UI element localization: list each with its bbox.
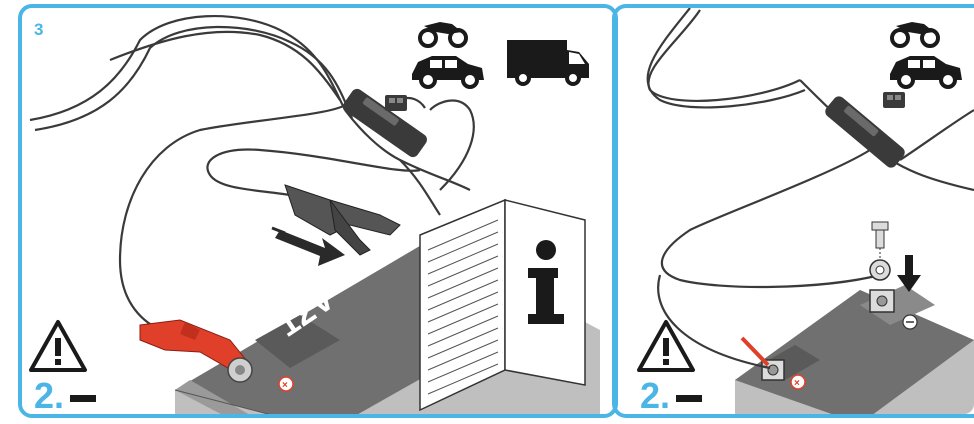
inline-connector-left [343, 88, 427, 158]
svg-text:×: × [794, 378, 800, 389]
positive-terminal-marker-right: × [790, 374, 806, 390]
minus-icon-right [676, 394, 703, 402]
car-icon-right [890, 56, 962, 89]
car-icon [412, 56, 484, 89]
plug-left [385, 95, 407, 111]
step-label-left-text: 2. [34, 375, 65, 416]
step-number: 3 [34, 20, 44, 39]
red-wire-sleeve [740, 336, 770, 367]
battery-right [735, 285, 974, 414]
arrow-icon [271, 226, 345, 266]
motorcycle-icon [418, 22, 468, 48]
svg-text:×: × [282, 380, 288, 391]
negative-terminal-marker [902, 314, 918, 330]
terminal-bolt [869, 289, 895, 313]
charger-cables-right [646, 8, 974, 370]
step-label-left: 2. [34, 375, 97, 416]
warning-icon-right [637, 320, 695, 372]
minus-icon [70, 394, 97, 402]
positive-terminal-marker: × [278, 376, 294, 392]
red-clamp [139, 319, 253, 383]
inline-connector-right [825, 96, 905, 168]
black-clamp [284, 184, 401, 256]
warning-icon [29, 320, 87, 372]
step-label-right-text: 2. [640, 375, 671, 416]
manual-book [419, 198, 586, 412]
van-icon [507, 40, 589, 86]
motorcycle-icon-right [890, 22, 940, 48]
down-arrow-icon [897, 255, 921, 292]
ring-terminal-negative [869, 221, 891, 281]
panel-left-frame [18, 4, 618, 418]
plug-right [883, 92, 905, 108]
info-icon [528, 240, 564, 324]
panel-right-frame [612, 4, 974, 418]
step-label-right: 2. [640, 375, 703, 416]
